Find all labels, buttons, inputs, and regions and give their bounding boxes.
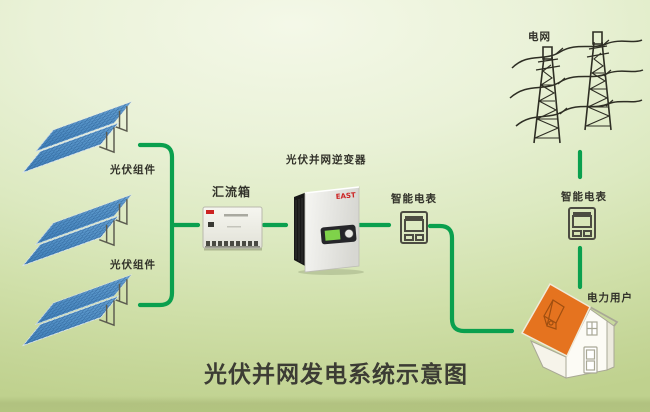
power-lines [509,39,644,127]
pv-array-bottom-icon [22,274,132,347]
label-power-user: 电力用户 [587,292,633,304]
house-door [583,346,598,374]
house-icon [520,282,619,379]
bottom-shade [0,396,650,412]
transmission-towers-icon [509,31,644,144]
smart-meter-right-icon [568,207,596,240]
label-smart-meter-right: 智能电表 [561,191,607,203]
inverter-brand-logo: EAST [335,191,356,201]
wire-meter-to-house [427,223,515,334]
diagram-title: 光伏并网发电系统示意图 [204,362,468,388]
house-roof [520,282,591,358]
house-window [586,321,598,336]
combiner-logo-mark [206,210,214,214]
label-pv-array-top: 光伏组件 [110,164,156,176]
inverter-device: EAST [294,186,364,275]
label-smart-meter-left: 智能电表 [391,193,437,205]
label-combiner-box: 汇流箱 [212,185,252,199]
roof-sketch [543,299,565,330]
combiner-box-device [202,206,263,251]
label-pv-array-middle: 光伏组件 [110,259,156,271]
label-grid: 电网 [528,31,551,43]
label-inverter: 光伏并网逆变器 [286,154,367,166]
smart-meter-left-icon [400,211,428,244]
inverter-display [320,224,357,245]
pv-array-middle-icon [22,194,132,267]
